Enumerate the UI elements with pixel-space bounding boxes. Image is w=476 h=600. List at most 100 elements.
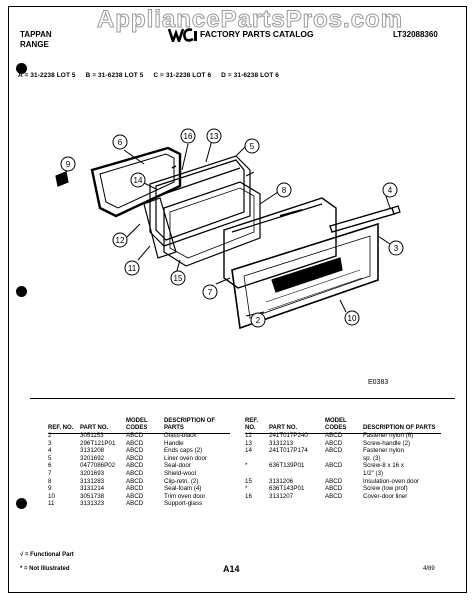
catalog-title: FACTORY PARTS CATALOG	[200, 29, 314, 39]
cell-model: ABCD	[325, 462, 343, 470]
model-code-b: B = 31-6238 LOT 5	[85, 72, 144, 79]
header-part-no: PART NO.	[269, 425, 298, 431]
cell-model: ABCD	[126, 462, 144, 470]
callout-10: 10	[348, 314, 357, 323]
door-seal-part	[90, 146, 182, 218]
cell-part: 636T139P01	[269, 462, 305, 470]
cell-part: 3201693	[80, 469, 105, 477]
oven-door-trim-part	[231, 222, 379, 330]
cell-part: 3131207	[269, 492, 294, 500]
cell-desc: sp. (3)	[363, 454, 381, 462]
cell-ref: 14	[245, 447, 252, 455]
cell-ref: *	[245, 485, 248, 493]
cell-ref: 9	[48, 485, 52, 493]
cell-ref: 8	[48, 477, 52, 485]
section-divider	[30, 398, 455, 399]
wci-logo-icon	[168, 28, 197, 42]
table-header-rule	[48, 433, 230, 434]
cell-ref	[245, 455, 269, 463]
support-glass-part	[143, 197, 177, 259]
model-key: A = 31-2238 LOT 5 B = 31-6238 LOT 5 C = …	[18, 72, 287, 79]
cell-part: 3131214	[80, 485, 105, 493]
cell-model: ABCD	[126, 439, 144, 447]
cell-part: 636T143P01	[269, 485, 305, 493]
table-header-rule	[245, 433, 441, 434]
document-number: LT32088360	[393, 30, 438, 39]
cell-ref: 5	[48, 454, 52, 462]
cell-desc: Ends caps (2)	[164, 447, 203, 455]
cell-part: 241T017P174	[269, 447, 308, 455]
cell-model	[325, 470, 363, 478]
cell-model: ABCD	[126, 477, 144, 485]
callout-7: 7	[208, 288, 213, 297]
cell-desc: Trim oven door	[164, 492, 206, 500]
cell-part: 3131208	[80, 447, 105, 455]
page-number: A14	[223, 564, 240, 574]
cell-part: 241T017P240	[269, 432, 308, 439]
watermark: AppliancePartsPros.com	[96, 6, 404, 34]
cell-model: ABCD	[325, 439, 343, 447]
cell-model: ABCD	[325, 432, 343, 439]
binder-hole	[16, 498, 27, 509]
foam-seal-part	[55, 171, 69, 187]
page-frame	[8, 6, 467, 593]
callout-13: 13	[210, 132, 219, 141]
callout-8: 8	[282, 186, 287, 195]
cell-model: ABCD	[126, 432, 144, 439]
cell-ref: 2	[48, 432, 52, 439]
product-type: RANGE	[20, 40, 49, 49]
cell-part: 3201692	[80, 454, 105, 462]
cell-model	[325, 455, 363, 463]
binder-hole	[16, 63, 27, 74]
cell-desc: Screw-handle (2)	[363, 439, 411, 447]
cell-ref: 6	[48, 462, 52, 470]
callout-9: 9	[66, 160, 71, 169]
model-code-a: A = 31-2238 LOT 5	[18, 72, 76, 79]
brand-block: TAPPAN RANGE	[20, 30, 52, 50]
cell-ref: 13	[245, 439, 252, 447]
table-row: 5 3201692 ABCD Liner oven door	[48, 455, 236, 463]
cell-desc: Screw-8 x 16 x	[363, 462, 404, 470]
cell-ref: *	[245, 462, 248, 470]
cell-part: 3131323	[80, 500, 105, 508]
cell-part: 3051738	[80, 492, 105, 500]
cell-part	[269, 470, 325, 478]
callout-14: 14	[134, 176, 143, 185]
cell-ref: 15	[245, 477, 252, 485]
cell-desc: Seal-door	[164, 462, 191, 470]
cell-desc: Seal-foam (4)	[164, 485, 202, 493]
diagram-code: E0383	[368, 379, 389, 386]
cell-ref: 3	[48, 439, 52, 447]
revision-date: 4/89	[423, 566, 435, 572]
cell-desc: Support-glass	[164, 500, 203, 508]
cell-desc: Insulation-oven door	[363, 477, 420, 485]
table-row: sp. (3)	[245, 455, 445, 463]
cell-desc: 1/2" (3)	[363, 469, 384, 477]
not-illustrated-legend: * = Not Illustrated	[20, 566, 70, 572]
cell-model: ABCD	[126, 454, 144, 462]
brand-name: TAPPAN	[20, 30, 52, 39]
callout-2: 2	[256, 316, 261, 325]
header-ref-no: REF. NO.	[48, 425, 74, 431]
glass-black-part	[223, 197, 337, 289]
table-row: 1/2" (3)	[245, 470, 445, 478]
header-model-codes: MODEL CODES	[325, 418, 347, 431]
cell-model: ABCD	[325, 477, 343, 485]
cell-ref: 10	[48, 492, 55, 500]
table-row: * 636T139P01 ABCD Screw-8 x 16 x	[245, 462, 445, 470]
callout-5: 5	[250, 142, 255, 151]
cell-desc: Liner oven door	[164, 454, 207, 462]
callout-6: 6	[118, 138, 123, 147]
